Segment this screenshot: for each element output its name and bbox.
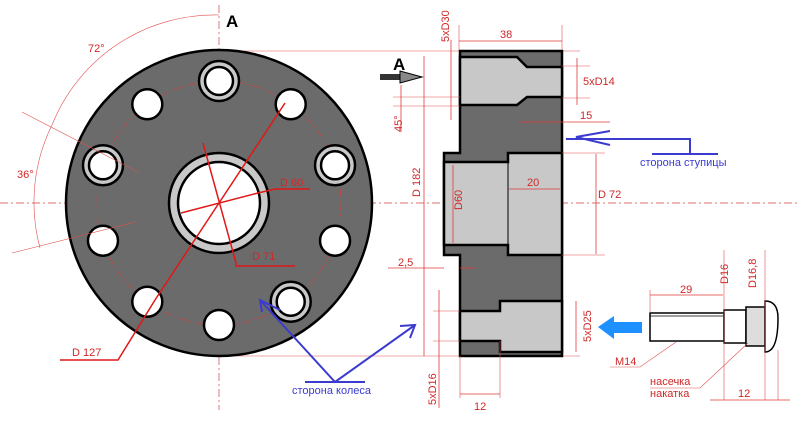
depth-15-label: 15 bbox=[580, 110, 592, 122]
bolt-hole bbox=[202, 308, 236, 342]
bore-d60-label: D60 bbox=[453, 190, 465, 210]
bolt-circle bbox=[96, 80, 342, 326]
view-arrow-a: A bbox=[380, 55, 424, 84]
holes-d16-label: 5xD16 bbox=[427, 373, 439, 405]
wheel-stud: 29 D16 D16,8 M14 насечка накатка 12 bbox=[610, 250, 790, 401]
d16-8-label: D16,8 bbox=[747, 259, 759, 288]
bolt-hole-section bbox=[458, 299, 564, 354]
knurl-label-2: накатка bbox=[650, 388, 690, 400]
holes-d30-label: 5xD30 bbox=[440, 10, 452, 42]
section-label-side: A bbox=[393, 55, 405, 74]
bolt-hole bbox=[318, 224, 352, 257]
d16-label: D16 bbox=[719, 264, 731, 284]
length-29-label: 29 bbox=[680, 284, 692, 296]
angle-36-arc bbox=[33, 124, 53, 249]
stud-counterbore bbox=[458, 55, 564, 107]
bolt-hole bbox=[274, 88, 307, 121]
bolt-hole bbox=[131, 88, 164, 121]
d60-label: D 60 bbox=[280, 177, 303, 189]
stud-hole bbox=[131, 285, 164, 318]
stud-shank bbox=[649, 312, 725, 342]
stud-hole bbox=[203, 65, 235, 97]
stud-collar bbox=[723, 309, 747, 344]
holes-d25-label: 5xD25 bbox=[582, 310, 594, 342]
length-12-label: 12 bbox=[738, 388, 750, 400]
stud-hole bbox=[275, 286, 306, 317]
bolt-holes bbox=[81, 59, 357, 342]
section-label-top: A bbox=[226, 12, 238, 31]
hub-side-label: сторона ступицы bbox=[640, 157, 727, 169]
holes-d14-label: 5xD14 bbox=[583, 76, 615, 88]
width-38-label: 38 bbox=[500, 29, 512, 41]
front-view: 72° 36° D 60 D 71 D 127 A сторона колеса bbox=[0, 5, 800, 410]
knurl-label-1: насечка bbox=[650, 376, 691, 388]
stud-hole bbox=[87, 150, 119, 181]
angle-45-label: 45° bbox=[393, 115, 405, 132]
d182-label: D 182 bbox=[411, 168, 423, 197]
section-view: A 38 5xD30 5xD14 45° 15 сторона ступицы … bbox=[380, 10, 727, 413]
bolt-hole bbox=[86, 224, 120, 257]
step-2-5-label: 2,5 bbox=[398, 257, 413, 269]
d127-label: D 127 bbox=[72, 347, 101, 359]
insert-direction-arrow bbox=[598, 316, 642, 339]
depth-20-label: 20 bbox=[527, 177, 539, 189]
stud-hole bbox=[319, 150, 351, 181]
stud-knurl bbox=[745, 306, 766, 347]
angle-72-arc bbox=[51, 14, 220, 126]
d72-label: D 72 bbox=[598, 189, 621, 201]
stud-head bbox=[764, 300, 779, 353]
thread-m14-label: M14 bbox=[615, 356, 636, 368]
wheel-side-label: сторона колеса bbox=[292, 385, 372, 397]
d71-label: D 71 bbox=[252, 251, 275, 263]
angle-36-label: 36° bbox=[17, 169, 34, 181]
depth-12-label: 12 bbox=[474, 401, 486, 413]
angle-72-label: 72° bbox=[88, 43, 105, 55]
